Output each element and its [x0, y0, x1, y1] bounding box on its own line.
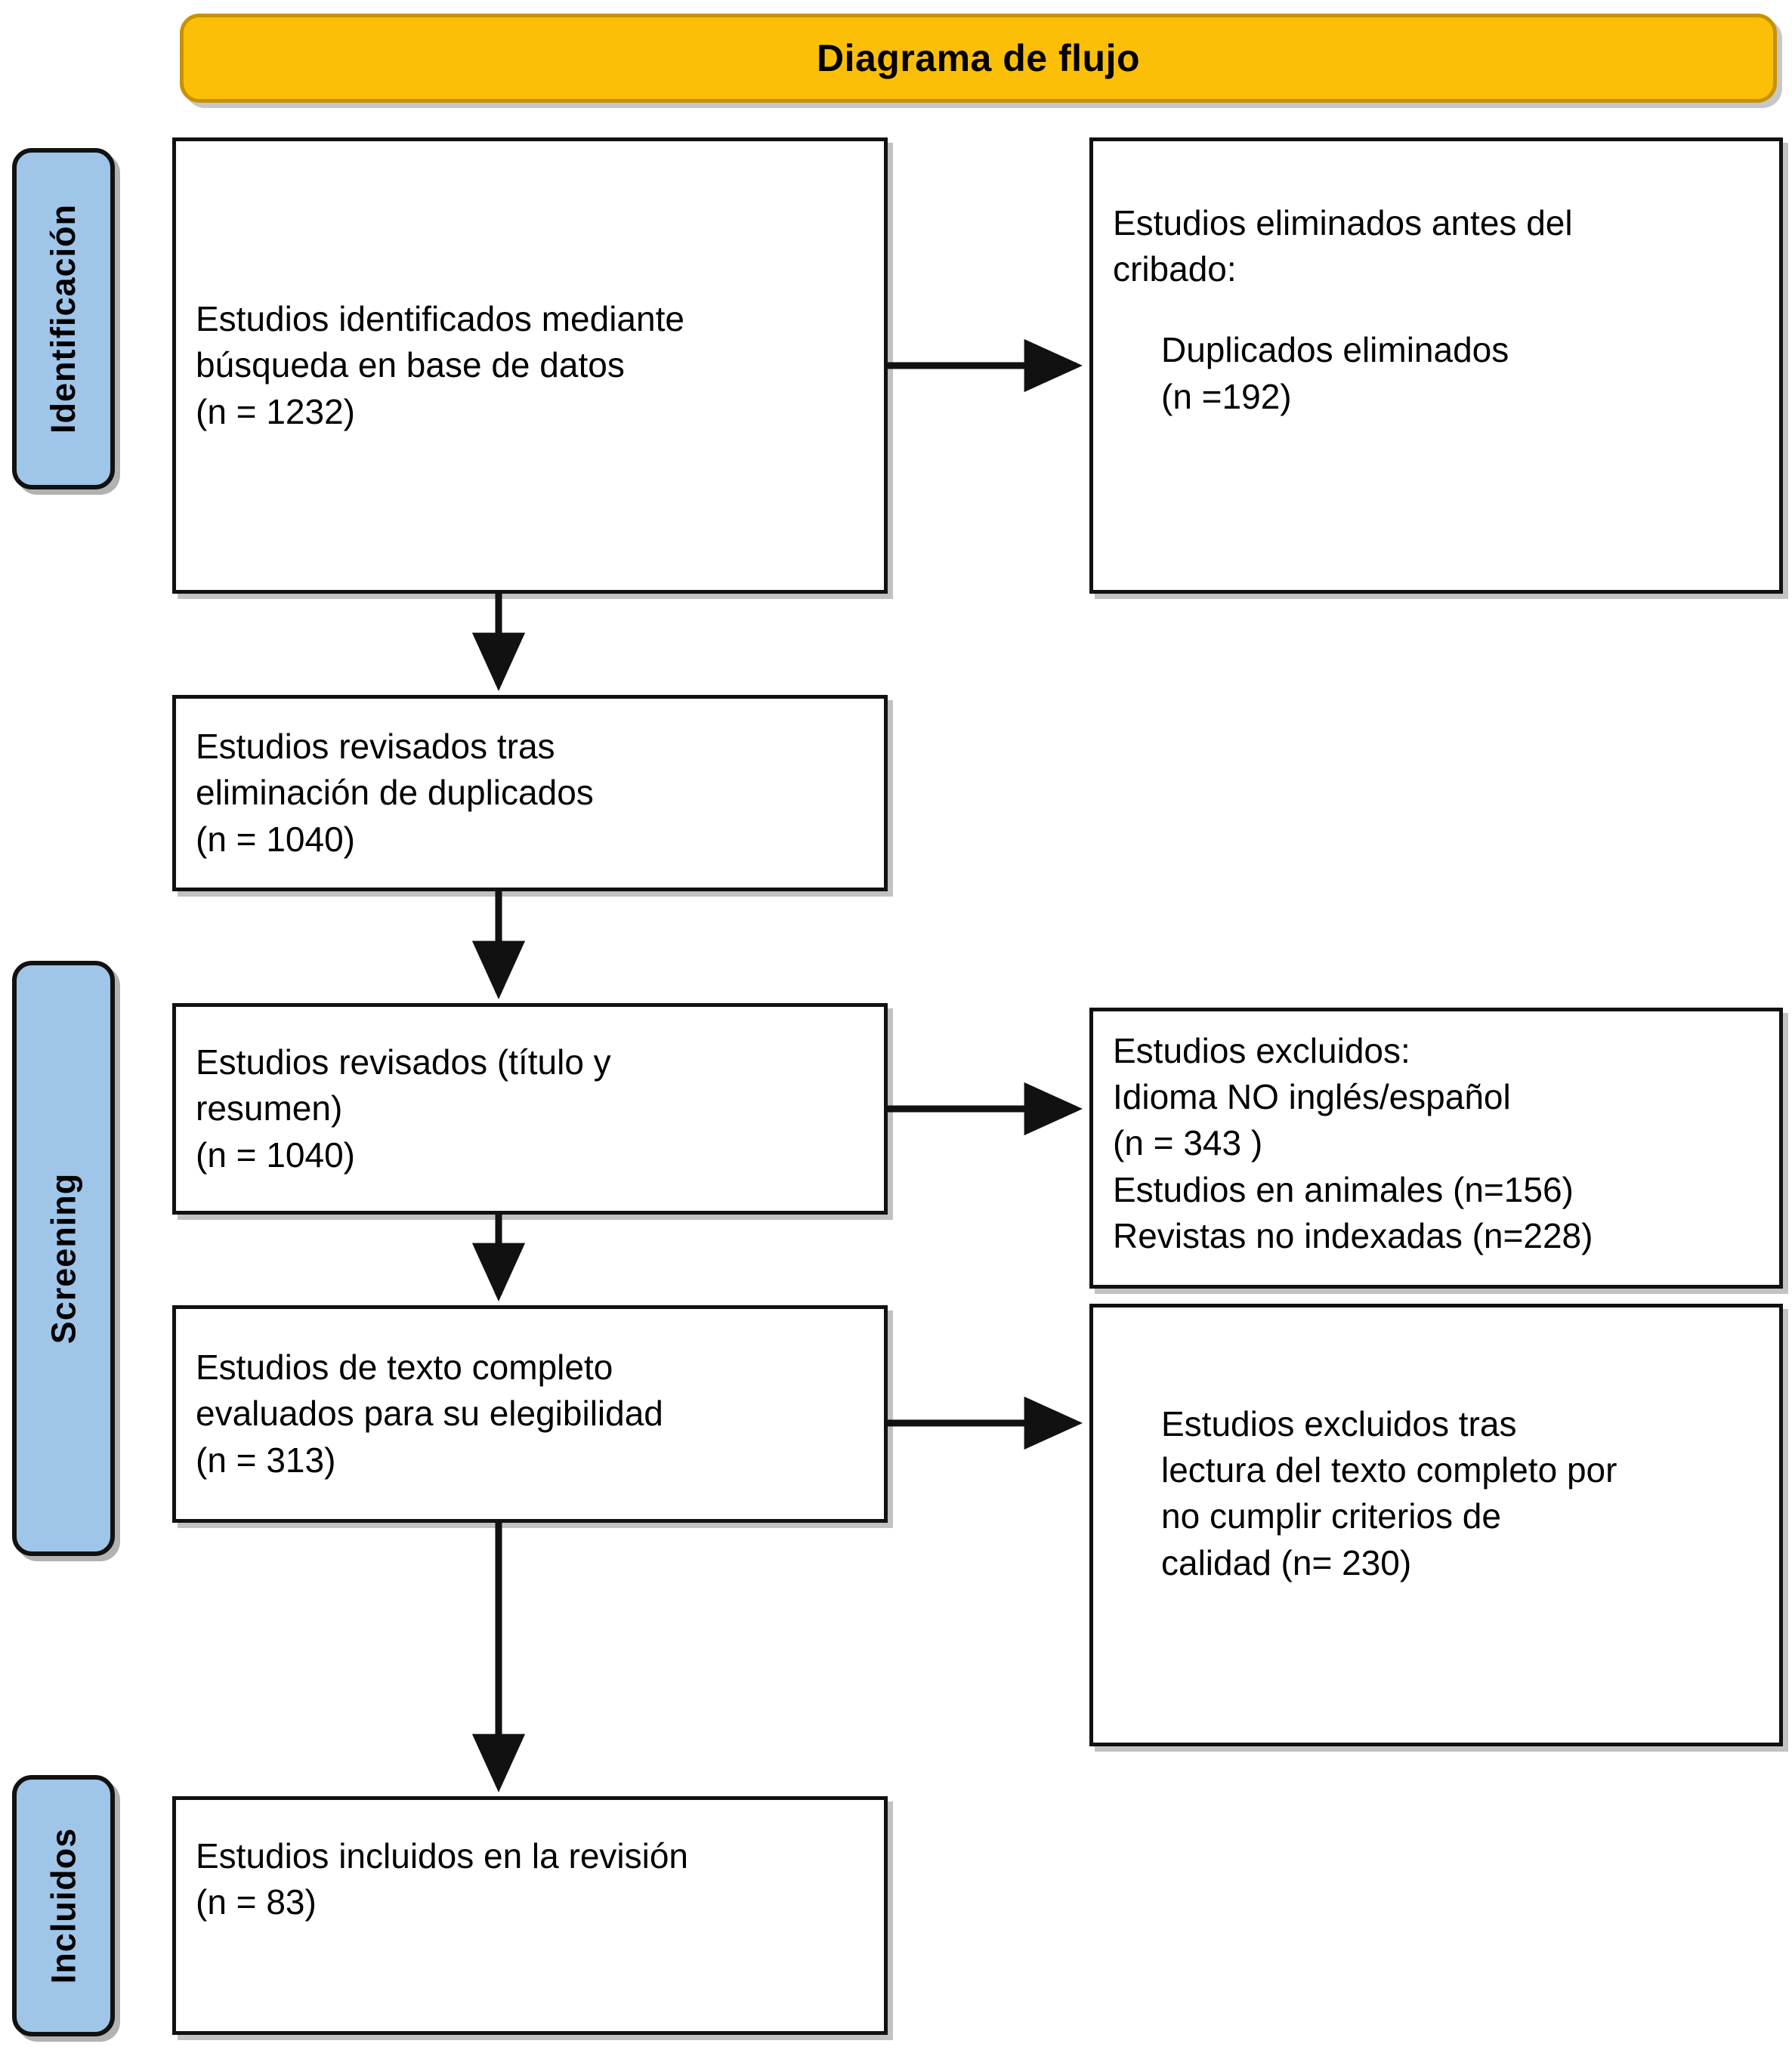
box-text: Estudios incluidos en la revisión (n = 8…: [176, 1800, 884, 1925]
box-line: (n = 313): [196, 1440, 336, 1480]
box-line: calidad (n= 230): [1161, 1542, 1412, 1582]
box-line: resumen): [196, 1088, 343, 1128]
box-excluded-fulltext: Estudios excluidos tras lectura del text…: [1089, 1304, 1783, 1746]
box-line: Estudios revisados tras: [196, 727, 555, 767]
box-line: no cumplir criterios de: [1161, 1496, 1501, 1536]
box-after-duplicates-removed: Estudios revisados tras eliminación de d…: [172, 695, 888, 891]
box-line: (n = 83): [196, 1882, 317, 1922]
box-text: Estudios revisados tras eliminación de d…: [176, 724, 884, 863]
box-removed-before-screening: Estudios eliminados antes del cribado: D…: [1089, 137, 1783, 594]
box-line: Estudios excluidos:: [1113, 1031, 1410, 1070]
page-title: Diagrama de flujo: [816, 37, 1141, 79]
box-line: Estudios eliminados antes del: [1113, 203, 1573, 242]
box-line: Estudios de texto completo: [196, 1348, 613, 1388]
stage-label-text: Identificación: [44, 203, 83, 434]
box-line: (n = 1040): [196, 1135, 355, 1175]
box-line: lectura del texto completo por: [1161, 1450, 1617, 1490]
stage-label-screening: Screening: [12, 961, 115, 1556]
box-line: Estudios identificados mediante: [196, 299, 684, 339]
box-line: Estudios incluidos en la revisión: [196, 1836, 689, 1876]
box-screened-title-abstract: Estudios revisados (título y resumen) (n…: [172, 1003, 888, 1215]
box-line: Duplicados eliminados: [1161, 330, 1509, 370]
box-line-spacer: [1113, 292, 1760, 327]
box-line: (n = 1232): [196, 391, 355, 431]
box-fulltext-assessed: Estudios de texto completo evaluados par…: [172, 1305, 888, 1523]
stage-label-text: Screening: [44, 1172, 83, 1345]
box-text: Estudios revisados (título y resumen) (n…: [176, 1039, 884, 1178]
box-excluded-screening: Estudios excluidos: Idioma NO inglés/esp…: [1089, 1008, 1783, 1289]
box-text: Estudios eliminados antes del cribado: D…: [1093, 141, 1779, 420]
box-line: Revistas no indexadas (n=228): [1113, 1215, 1593, 1255]
box-included-in-review: Estudios incluidos en la revisión (n = 8…: [172, 1796, 888, 2035]
box-text: Estudios excluidos tras lectura del text…: [1093, 1307, 1779, 1586]
box-text: Estudios identificados mediante búsqueda…: [176, 296, 884, 435]
stage-label-text: Incluidos: [44, 1827, 83, 1984]
box-line: búsqueda en base de datos: [196, 345, 625, 385]
box-line: Estudios revisados (título y: [196, 1042, 611, 1082]
box-studies-identified: Estudios identificados mediante búsqueda…: [172, 137, 888, 594]
box-line: Estudios excluidos tras: [1161, 1404, 1517, 1443]
box-line: (n = 1040): [196, 819, 355, 859]
box-text: Estudios de texto completo evaluados par…: [176, 1345, 884, 1483]
box-line: Idioma NO inglés/español: [1113, 1077, 1511, 1117]
box-line: evaluados para su elegibilidad: [196, 1394, 663, 1434]
box-line: (n =192): [1161, 376, 1292, 416]
box-line: (n = 343 ): [1113, 1123, 1263, 1163]
box-text: Estudios excluidos: Idioma NO inglés/esp…: [1093, 1011, 1779, 1259]
diagram-title-banner: Diagrama de flujo: [180, 14, 1777, 103]
stage-label-incluidos: Incluidos: [12, 1775, 115, 2036]
box-line: eliminación de duplicados: [196, 773, 594, 813]
box-line: Estudios en animales (n=156): [1113, 1169, 1574, 1209]
stage-label-identificacion: Identificación: [12, 148, 115, 489]
box-line: cribado:: [1113, 249, 1237, 289]
